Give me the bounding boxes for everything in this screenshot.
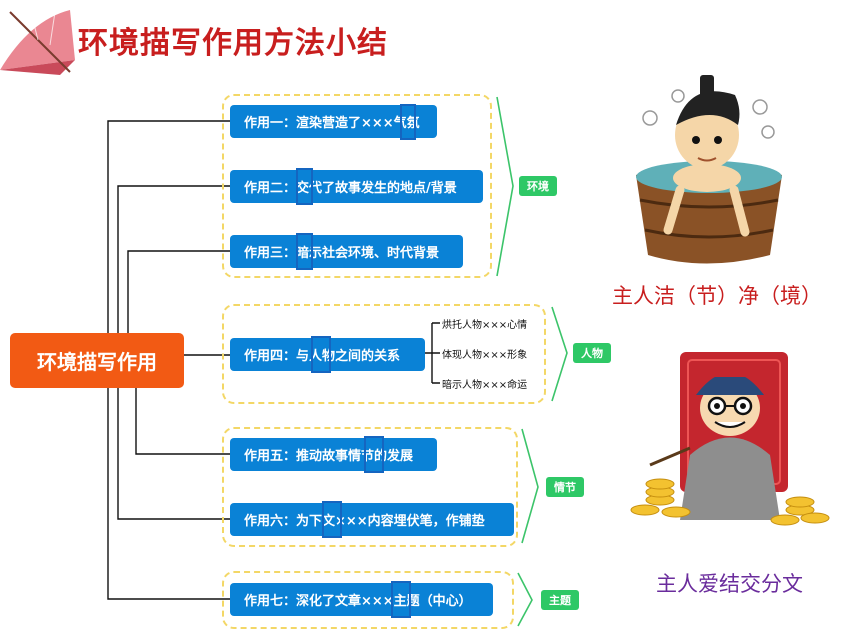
item-box-4: 作用四：与人物之间的关系 <box>230 338 425 371</box>
sub-item-image: 体现人物×××形象 <box>442 350 528 361</box>
caption-cleanliness: 主人洁（节）净（境） <box>612 284 822 308</box>
group-character-frame <box>222 304 546 404</box>
item-box-3: 作用三：暗示社会环境、时代背景 <box>230 235 463 268</box>
item-box-5: 作用五：推动故事情节的发展 <box>230 438 437 471</box>
sub-item-fate: 暗示人物×××命运 <box>442 380 528 391</box>
tag-character: 人物 <box>573 343 611 363</box>
group-environment-frame <box>222 94 492 278</box>
group-theme-frame <box>222 571 514 629</box>
highlight-mark-4 <box>311 336 331 373</box>
parasol-icon <box>0 7 75 75</box>
tag-plot: 情节 <box>546 477 584 497</box>
item-box-1: 作用一：渲染营造了×××气氛 <box>230 105 437 138</box>
highlight-mark-7 <box>391 581 411 618</box>
group-plot-frame <box>222 427 518 547</box>
sub-item-mood: 烘托人物×××心情 <box>442 320 528 331</box>
highlight-mark-2 <box>296 168 313 205</box>
item-box-6: 作用六：为下文×××内容埋伏笔，作铺垫 <box>230 503 514 536</box>
highlight-mark-5 <box>364 436 384 473</box>
root-node: 环境描写作用 <box>10 333 184 388</box>
item-box-7: 作用七：深化了文章×××主题（中心） <box>230 583 493 616</box>
caption-socializing: 主人爱结交分文 <box>656 572 803 596</box>
page-title: 环境描写作用方法小结 <box>78 26 388 61</box>
tag-environment: 环境 <box>519 176 557 196</box>
tag-theme: 主题 <box>541 590 579 610</box>
highlight-mark-6 <box>322 501 342 538</box>
highlight-mark-3 <box>296 233 313 270</box>
highlight-mark-1 <box>400 104 416 140</box>
